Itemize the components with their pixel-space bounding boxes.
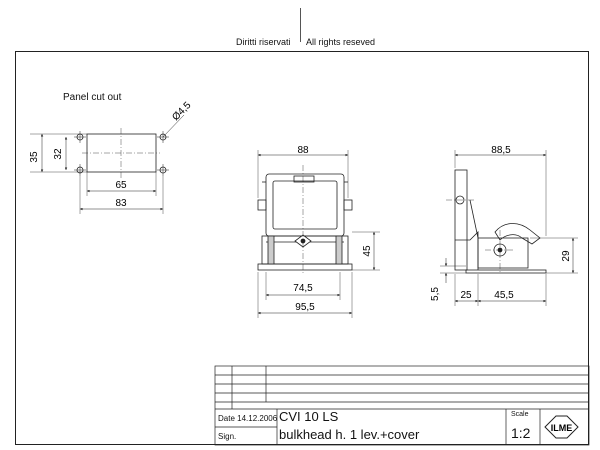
dim-side-right: 45,5 [494, 290, 514, 301]
date-field: Date 14.12.2006 [218, 414, 278, 423]
model-name: CVI 10 LS [279, 409, 339, 424]
title-block [214, 365, 590, 446]
dim-front-width-outer: 95,5 [295, 302, 315, 313]
ilme-logo: ILME [544, 415, 579, 439]
drawing-frame [15, 51, 589, 445]
dim-panel-hole: Ø4,5 [170, 100, 193, 123]
panel-cutout-label: Panel cut out [63, 92, 122, 103]
dim-side-base-height: 5,5 [430, 287, 441, 301]
rights-text-italian: Diritti riservati [236, 37, 291, 47]
model-description: bulkhead h. 1 lev.+cover [279, 427, 420, 442]
dim-front-width-top: 88 [297, 145, 309, 156]
scale-value: 1:2 [511, 425, 531, 441]
dim-side-left: 25 [460, 290, 472, 301]
sign-label: Sign. [218, 432, 237, 441]
dim-panel-width-outer: 83 [115, 198, 127, 209]
panel-cutout-view [30, 114, 185, 214]
dim-front-height: 45 [362, 245, 373, 257]
side-view [440, 150, 578, 306]
dim-panel-height-outer: 35 [29, 151, 40, 163]
dim-side-height: 29 [561, 250, 572, 262]
scale-label: Scale [511, 411, 529, 418]
dim-panel-height-inner: 32 [53, 148, 64, 160]
svg-text:ILME: ILME [551, 423, 573, 433]
dim-side-width-top: 88,5 [491, 145, 511, 156]
front-view [257, 150, 380, 318]
header-divider [300, 8, 301, 42]
dim-panel-width-inner: 65 [115, 180, 127, 191]
dim-front-width-inner: 74,5 [293, 283, 313, 294]
rights-text-english: All rights reseved [306, 37, 376, 47]
